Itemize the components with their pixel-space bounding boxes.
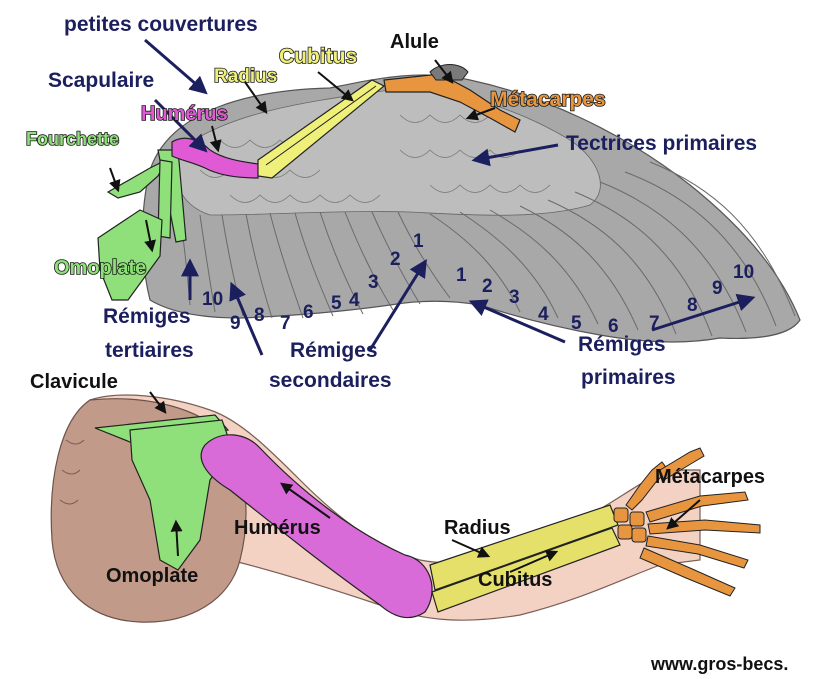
watermark-text: www.gros-becs.: [651, 655, 788, 673]
label-radius-wing: Radius: [214, 67, 277, 86]
arrow-fourchette: [110, 168, 118, 190]
primary-number-3: 3: [509, 288, 520, 307]
label-radius-arm: Radius: [444, 518, 511, 538]
label-petites-couvertures: petites couvertures: [64, 14, 258, 35]
secondary-number-9: 9: [230, 314, 241, 333]
secondary-number-6: 6: [303, 303, 314, 322]
primary-number-9: 9: [712, 279, 723, 298]
label-tectrices-primaires: Tectrices primaires: [566, 133, 757, 154]
secondary-number-10: 10: [202, 290, 223, 309]
secondary-number-3: 3: [368, 273, 379, 292]
label-clavicule: Clavicule: [30, 372, 118, 392]
label-omoplate-wing: Omoplate: [54, 258, 146, 278]
label-remiges-primaires-2: primaires: [581, 367, 676, 388]
label-humerus-wing: Humérus: [141, 104, 228, 124]
label-scapulaire: Scapulaire: [48, 70, 154, 91]
label-humerus-arm: Humérus: [234, 518, 321, 538]
label-remiges-primaires-1: Rémiges: [578, 334, 666, 355]
label-metacarpes-wing: Métacarpes: [490, 89, 606, 110]
label-alule: Alule: [390, 32, 439, 52]
primary-number-10: 10: [733, 263, 754, 282]
secondary-number-1: 1: [413, 232, 424, 251]
label-remiges-secondaires-1: Rémiges: [290, 340, 378, 361]
label-cubitus-arm: Cubitus: [478, 570, 552, 590]
label-metacarpes-arm: Métacarpes: [655, 467, 765, 487]
primary-number-5: 5: [571, 314, 582, 333]
label-cubitus-wing: Cubitus: [279, 46, 357, 67]
primary-number-7: 7: [649, 314, 660, 333]
label-omoplate-arm: Omoplate: [106, 566, 198, 586]
secondary-number-8: 8: [254, 306, 265, 325]
primary-number-6: 6: [608, 317, 619, 336]
primary-number-4: 4: [538, 305, 549, 324]
arm: [51, 395, 760, 622]
secondary-number-2: 2: [390, 250, 401, 269]
secondary-number-7: 7: [280, 314, 291, 333]
label-fourchette: Fourchette: [26, 130, 119, 148]
primary-number-8: 8: [687, 296, 698, 315]
secondary-number-4: 4: [349, 291, 360, 310]
label-remiges-tertiaires-1: Rémiges: [103, 306, 191, 327]
secondary-number-5: 5: [331, 294, 342, 313]
label-remiges-tertiaires-2: tertiaires: [105, 340, 194, 361]
label-remiges-secondaires-2: secondaires: [269, 370, 392, 391]
primary-number-2: 2: [482, 277, 493, 296]
primary-number-1: 1: [456, 266, 467, 285]
